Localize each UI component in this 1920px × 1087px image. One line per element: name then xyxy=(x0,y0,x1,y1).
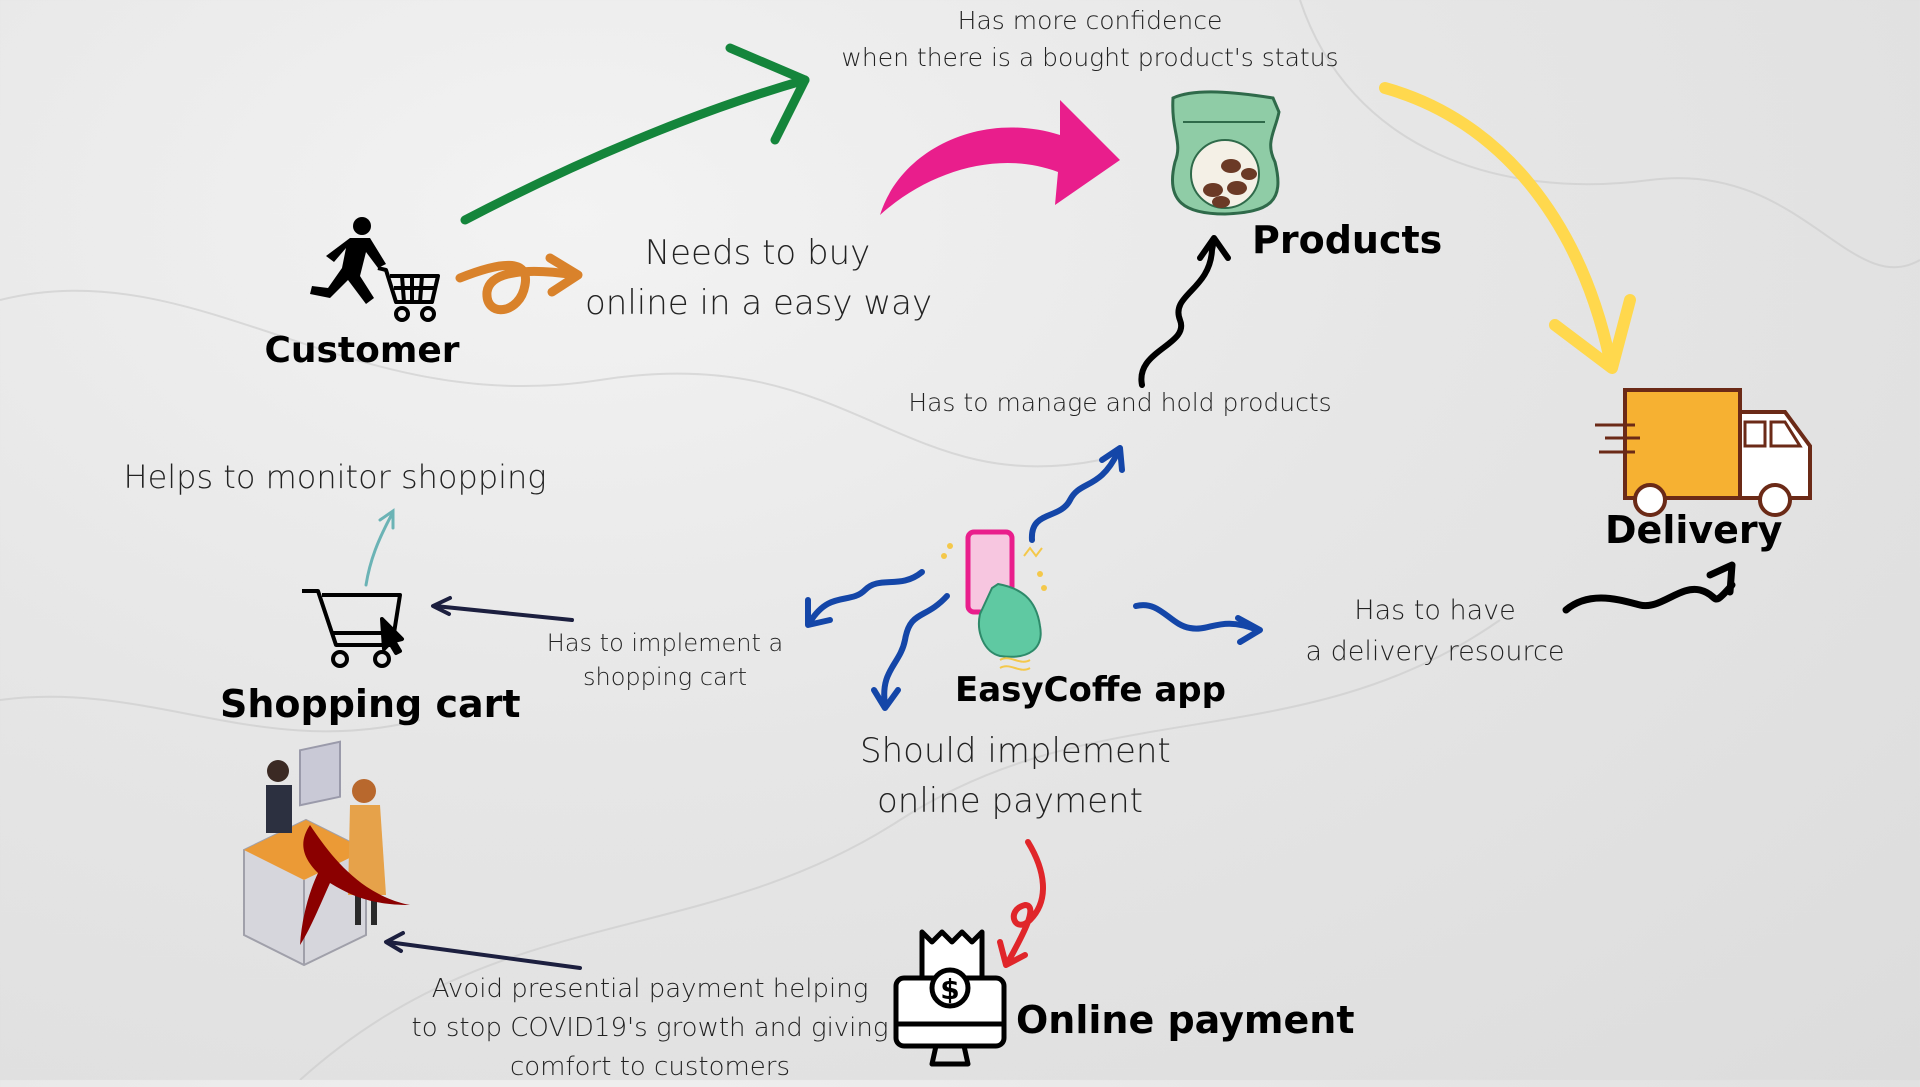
arrow-app-to-manage xyxy=(1028,445,1125,543)
node-easycoffe-app: EasyCoffe app xyxy=(955,670,1226,710)
node-online-payment: Online payment xyxy=(1016,998,1355,1042)
payment-note-line2: online payment xyxy=(877,781,1143,821)
arrow-app-to-cart-note xyxy=(805,569,925,628)
svg-text:$: $ xyxy=(940,973,959,1006)
payment-note-line1: Should implement xyxy=(860,731,1171,771)
needs-note-line2: online in a easy way xyxy=(585,283,933,323)
avoid-line1: Avoid presential payment helping xyxy=(431,974,869,1004)
arrow-customer-to-confidence xyxy=(460,43,810,225)
customer-icon xyxy=(310,217,440,322)
node-shopping-cart: Shopping cart xyxy=(220,682,521,726)
arrow-cart-to-monitor xyxy=(364,508,395,587)
node-delivery: Delivery xyxy=(1605,508,1783,552)
payment-note: Should implement online payment xyxy=(860,726,1171,826)
arrow-note-to-payment xyxy=(997,839,1046,968)
arrow-app-to-payment-note xyxy=(871,593,950,711)
delivery-truck-icon xyxy=(1595,388,1812,517)
arrow-manage-to-products xyxy=(1138,235,1231,388)
confidence-note: Has more confidence when there is a boug… xyxy=(830,2,1350,76)
needs-note: Needs to buy online in a easy way xyxy=(585,228,933,328)
confidence-note-line1: Has more confidence xyxy=(957,6,1223,35)
arrow-resource-to-delivery xyxy=(1562,561,1736,614)
delivery-resource-line2: a delivery resource xyxy=(1305,636,1565,667)
delivery-resource-note: Has to have a delivery resource xyxy=(1300,590,1570,672)
avoid-line3: comfort to customers xyxy=(509,1052,791,1082)
online-payment-icon: $ xyxy=(893,929,1007,1067)
manage-products-note: Has to manage and hold products xyxy=(908,388,1332,417)
coffee-bag-icon xyxy=(1170,90,1281,216)
implement-cart-line1: Has to implement a xyxy=(546,629,784,657)
avoid-payment-note: Avoid presential payment helping to stop… xyxy=(410,970,890,1087)
delivery-resource-line1: Has to have xyxy=(1354,595,1516,626)
arrow-needs-to-products xyxy=(880,100,1120,215)
phone-app-icon xyxy=(941,529,1047,671)
implement-cart-line2: shopping cart xyxy=(583,663,747,691)
arrow-avoid-to-cashier xyxy=(384,931,582,970)
implement-cart-note: Has to implement a shopping cart xyxy=(530,626,800,694)
monitor-shopping-note: Helps to monitor shopping xyxy=(123,458,547,496)
needs-note-line1: Needs to buy xyxy=(644,233,871,273)
avoid-line2: to stop COVID19's growth and giving xyxy=(411,1013,889,1043)
node-customer: Customer xyxy=(264,330,460,371)
arrow-products-to-delivery xyxy=(1379,82,1636,374)
arrow-customer-to-needs xyxy=(455,253,583,314)
confidence-note-line2: when there is a bought product's status xyxy=(841,43,1339,72)
cashier-crossed-icon xyxy=(243,740,410,967)
node-products: Products xyxy=(1252,218,1443,262)
shopping-cart-icon xyxy=(302,589,404,668)
arrow-app-to-delivery-note xyxy=(1133,602,1263,645)
arrow-cart-note-to-cart xyxy=(431,596,574,622)
